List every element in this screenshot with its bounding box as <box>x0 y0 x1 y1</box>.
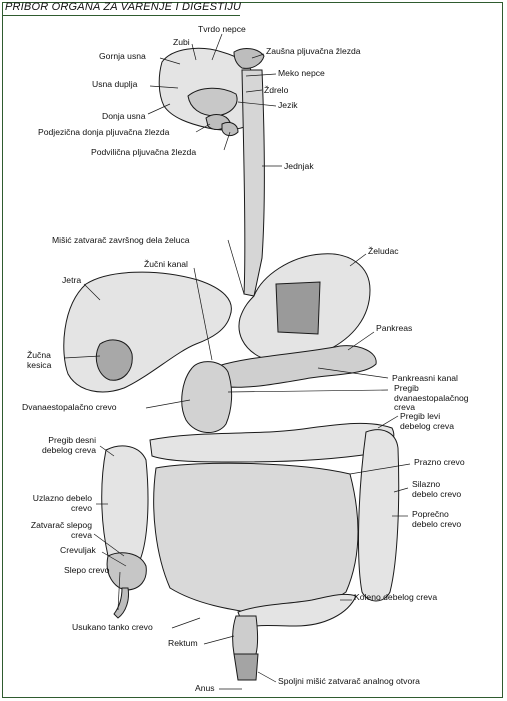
appendix <box>113 587 129 619</box>
label-zatvarac-slepog-line1: Zatvarač slepog <box>30 520 92 530</box>
label-rektum: Rektum <box>168 638 198 648</box>
small-intestine <box>153 462 359 616</box>
label-zdrelo: Ždrelo <box>264 85 289 95</box>
diagram-title: PRIBOR ORGANA ZA VARENJE I DIGESTIJU <box>5 1 242 13</box>
rectum <box>232 615 258 655</box>
parotid-gland <box>233 48 265 69</box>
label-zeludac: Želudac <box>368 246 399 256</box>
label-zucna-line1: Žučna <box>27 350 51 360</box>
label-meko-nepce: Meko nepce <box>278 68 325 78</box>
label-uzlazno-line2: crevo <box>70 502 92 513</box>
label-pregib-dvanaestopalacnog: Pregib dvanaestopalačnog creva <box>394 383 469 413</box>
label-donja-usna: Donja usna <box>102 111 146 121</box>
label-usna-duplja: Usna duplja <box>92 79 138 89</box>
label-pregib-levi: Pregib levi debelog creva <box>400 411 454 431</box>
label-pankreasni-kanal: Pankreasni kanal <box>392 373 458 383</box>
anal-sphincter <box>233 653 259 681</box>
label-pregib-desni-line1: Pregib desni <box>48 435 96 445</box>
tongue <box>187 87 238 117</box>
transverse-colon <box>149 422 395 463</box>
label-zausna: Zaušna pljuvačna žlezda <box>266 46 361 56</box>
duodenum <box>181 361 233 433</box>
pancreas <box>217 345 377 388</box>
label-podvilicna: Podvilična pljuvačna žlezda <box>91 147 197 157</box>
label-zubi: Zubi <box>173 37 190 47</box>
label-jednjak: Jednjak <box>284 161 314 171</box>
label-pregib-dvan-line1: Pregib <box>394 383 419 393</box>
label-pregib-desni-line2: debelog creva <box>42 444 96 455</box>
label-silazno: Silazno debelo crevo <box>412 479 462 499</box>
label-poprecno: Poprečno debelo crevo <box>412 509 462 529</box>
cecum <box>106 552 147 591</box>
label-dvanaestopalacno: Dvanaestopalačno crevo <box>22 402 117 412</box>
label-pregib-dvan-line2: dvanaestopalačnog <box>394 392 469 403</box>
label-pregib-levi-line1: Pregib levi <box>400 411 441 421</box>
label-pregib-levi-line2: debelog creva <box>400 420 454 431</box>
label-spoljni-misic: Spoljni mišić zatvarač analnog otvora <box>278 676 420 686</box>
title-underline <box>2 15 240 16</box>
label-gornja-usna: Gornja usna <box>99 51 146 61</box>
descending-colon <box>358 429 400 602</box>
label-pregib-dvan-line3: creva <box>394 402 416 412</box>
leader-lines <box>63 33 411 690</box>
label-podjezicna: Podjezična donja pljuvačna žlezda <box>38 127 170 137</box>
label-slepo: Slepo crevo <box>64 565 110 575</box>
label-zucni-kanal: Žučni kanal <box>144 259 188 269</box>
label-zatvarac-slepog-line2: creva <box>70 529 92 540</box>
label-usukano: Usukano tanko crevo <box>72 622 153 632</box>
label-poprecno-line1: Poprečno <box>412 509 449 519</box>
label-pregib-desni: Pregib desni debelog creva <box>26 435 96 455</box>
label-silazno-line1: Silazno <box>412 479 441 489</box>
label-jezik: Jezik <box>278 100 298 110</box>
label-pankreas: Pankreas <box>376 323 413 333</box>
label-anus: Anus <box>195 683 215 693</box>
label-silazno-line2: debelo crevo <box>412 488 462 499</box>
label-uzlazno: Uzlazno debelo crevo <box>18 493 92 513</box>
label-tvrdo-nepce: Tvrdo nepce <box>198 24 246 34</box>
label-uzlazno-line1: Uzlazno debelo <box>32 493 92 503</box>
label-zatvarac-slepog: Zatvarač slepog creva <box>14 520 92 540</box>
label-koleno: Koleno debelog creva <box>354 592 438 602</box>
label-misic-zeluca: Mišić zatvarač završnog dela želuca <box>52 235 190 245</box>
label-zucna-kesica: Žučna kesica <box>27 350 52 370</box>
gallbladder <box>95 339 133 381</box>
stomach-wall-cutaway <box>275 281 321 335</box>
submandibular-gland <box>221 121 239 137</box>
label-zucna-line2: kesica <box>27 359 52 370</box>
ascending-colon <box>101 445 149 567</box>
label-crevuljak: Crevuljak <box>60 545 96 555</box>
label-jetra: Jetra <box>62 275 82 285</box>
label-poprecno-line2: debelo crevo <box>412 518 462 529</box>
label-prazno: Prazno crevo <box>414 457 465 467</box>
